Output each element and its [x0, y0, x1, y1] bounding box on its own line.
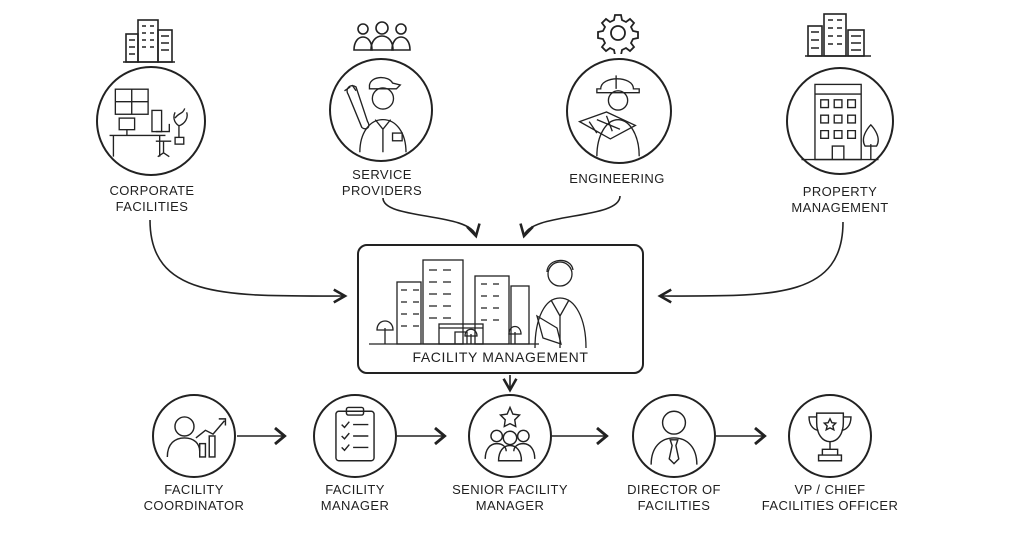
office-desk-icon	[96, 66, 206, 176]
arrow-property-to-hub	[657, 221, 844, 304]
person-growth-chart-icon	[152, 394, 236, 478]
people-group-icon	[352, 20, 412, 52]
technician-wrench-icon	[329, 58, 433, 162]
engineer-blueprint-icon	[566, 58, 672, 164]
label-engineering: ENGINEERING	[569, 171, 665, 186]
arrow-service-to-hub	[382, 197, 481, 239]
arrow-engineering-to-hub	[519, 195, 621, 239]
hub-title: FACILITY MANAGEMENT	[412, 349, 589, 365]
gear-icon	[597, 12, 639, 54]
office-building-icon	[122, 16, 176, 64]
team-star-icon	[468, 394, 552, 478]
city-buildings-icon	[804, 10, 872, 58]
office-tower-icon	[786, 67, 894, 175]
person-tie-icon	[632, 394, 716, 478]
arrow-corporate-to-hub	[149, 219, 348, 304]
buildings-and-manager-icon	[369, 250, 634, 349]
clipboard-checklist-icon	[313, 394, 397, 478]
trophy-star-icon	[788, 394, 872, 478]
facility-management-hub: FACILITY MANAGEMENT	[357, 244, 644, 374]
